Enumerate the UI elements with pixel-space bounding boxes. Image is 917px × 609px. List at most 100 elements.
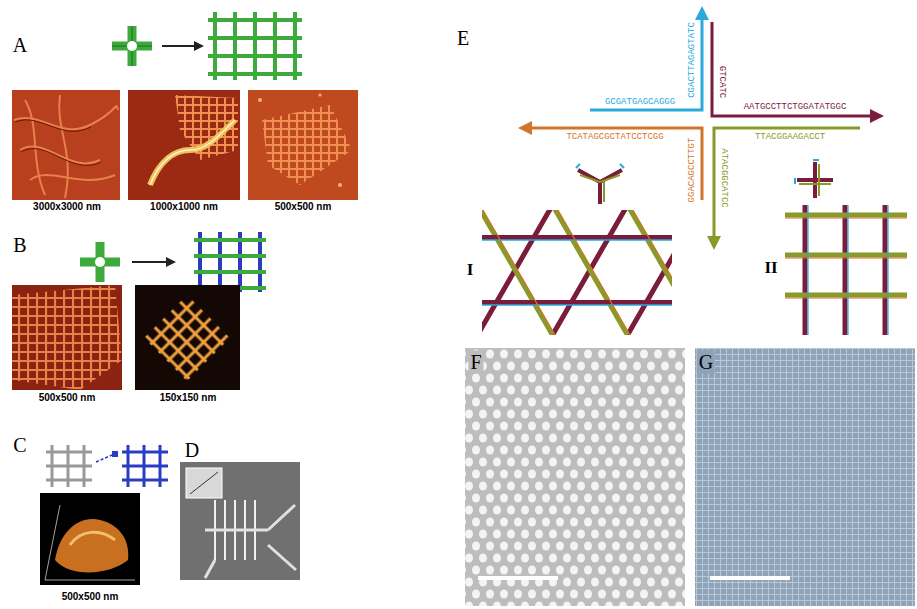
strand-arrows-part: [870, 109, 884, 123]
schematic-a-part: [208, 12, 302, 80]
schematic-b-part: [194, 240, 266, 288]
square-lattice-part: [805, 205, 885, 335]
tem-image-f: [465, 348, 685, 606]
strand-arrows-part: [712, 22, 872, 116]
lattice-number: I: [467, 260, 474, 280]
afm-image-a2: [128, 90, 240, 200]
device-image-d-part: [186, 468, 222, 498]
panel-letter: A: [13, 34, 27, 57]
schematic-b: [80, 232, 266, 292]
scale-caption: 500x500 nm: [275, 201, 332, 213]
dna-sequence: AATGCCTTCTGGATATGGC: [744, 102, 847, 112]
device-image-d-part: [205, 505, 296, 578]
lattice-number: II: [764, 258, 777, 278]
square-lattice: [785, 205, 907, 335]
schematic-b-part: [95, 257, 105, 267]
device-image-d: [180, 462, 300, 580]
scale-caption: 1000x1000 nm: [150, 201, 218, 213]
tem-image-g-part: [710, 576, 790, 580]
afm-image-b2: [135, 285, 240, 390]
scale-caption: 500x500 nm: [39, 392, 96, 404]
afm-image-c-part: [55, 519, 128, 572]
schematic-b-part: [80, 242, 120, 282]
afm-image-b2-part: [144, 295, 230, 381]
tile-three-arm-part: [578, 170, 622, 204]
afm-image-a3: [248, 90, 358, 200]
strand-arrows-part: [695, 6, 709, 20]
afm-image-a2-part: [150, 120, 235, 185]
dna-sequence: GTCATC: [717, 66, 727, 98]
afm-image-a1-part: [14, 95, 118, 198]
tile-three-arm-part: [576, 164, 624, 168]
dna-sequence: GGACAGCCTTGT: [687, 138, 697, 203]
schematic-a-part: [127, 41, 137, 51]
kagome-lattice-part: [482, 238, 672, 303]
scale-caption: 3000x3000 nm: [33, 201, 101, 213]
kagome-lattice-part: [482, 210, 672, 335]
device-image-d-part: [190, 472, 218, 494]
dna-sequence: ATACGGCATCC: [719, 148, 729, 207]
panel-letter: G: [697, 351, 715, 374]
strand-arrows-part: [714, 128, 860, 238]
tile-four-arm-part: [795, 160, 819, 184]
panel-letter: B: [13, 234, 26, 257]
afm-image-a2-part: [128, 90, 240, 200]
dna-sequence: GCGATGAGCAGGG: [605, 97, 675, 107]
afm-image-a2-part: [150, 120, 235, 185]
square-lattice-part: [785, 215, 907, 295]
afm-image-a3-part: [338, 183, 342, 187]
afm-image-a3-part: [262, 105, 352, 185]
afm-image-a3-part: [248, 90, 358, 200]
dna-sequence: TCATAGCGCTATCCTCGG: [566, 132, 663, 142]
kagome-lattice-part: [482, 210, 672, 335]
tile-three-arm-part: [580, 175, 620, 202]
schematic-c-part: [112, 451, 118, 457]
dna-sequence: CGACTTAGAGTATC: [687, 22, 697, 98]
tile-three-arm: [576, 164, 624, 204]
panel-letter: F: [468, 351, 483, 374]
strand-arrows-part: [518, 121, 532, 135]
device-image-d-part: [180, 462, 300, 580]
tem-image-g-part: [695, 348, 915, 606]
schematic-b-part: [132, 261, 168, 263]
tile-four-arm: [795, 160, 833, 198]
afm-image-c: [40, 493, 140, 585]
strand-arrows-part: [530, 128, 702, 200]
tile-four-arm-part: [797, 162, 833, 198]
kagome-lattice-part: [482, 240, 672, 305]
tem-image-f-part: [465, 348, 685, 606]
afm-image-a3-part: [319, 94, 322, 97]
kagome-lattice: [482, 210, 672, 335]
square-lattice-part: [808, 205, 888, 335]
panel-letter: D: [185, 439, 199, 462]
afm-image-c-part: [40, 493, 140, 585]
schematic-b-part: [166, 257, 176, 267]
afm-image-a3-part: [258, 98, 262, 102]
panel-letter: C: [13, 434, 26, 457]
schematic-c-part: [96, 455, 112, 462]
afm-image-c-part: [45, 505, 135, 580]
schematic-a-part: [112, 26, 152, 66]
afm-image-a1-part: [12, 90, 120, 200]
tem-image-g-part: [695, 348, 915, 606]
afm-image-a1-part: [15, 120, 101, 166]
schematic-c-part: [46, 445, 92, 487]
schematic-a: [112, 12, 302, 80]
square-lattice-part: [785, 218, 907, 298]
kagome-lattice-part: [482, 210, 672, 335]
afm-image-b1: [12, 285, 122, 390]
schematic-a-part: [112, 26, 152, 66]
strand-arrows-part: [707, 236, 721, 250]
schematic-a-part: [194, 41, 204, 51]
tem-image-g: [695, 348, 915, 606]
schematic-a-part: [162, 45, 196, 47]
afm-image-a1: [12, 90, 120, 200]
strand-arrows-part: [590, 18, 702, 110]
scale-caption: 150x150 nm: [160, 392, 217, 404]
dna-sequence: TTACGGAAGACCT: [755, 132, 825, 142]
tem-image-f-part: [478, 576, 558, 580]
afm-image-c-part: [70, 532, 115, 545]
tile-four-arm-part: [799, 164, 831, 196]
